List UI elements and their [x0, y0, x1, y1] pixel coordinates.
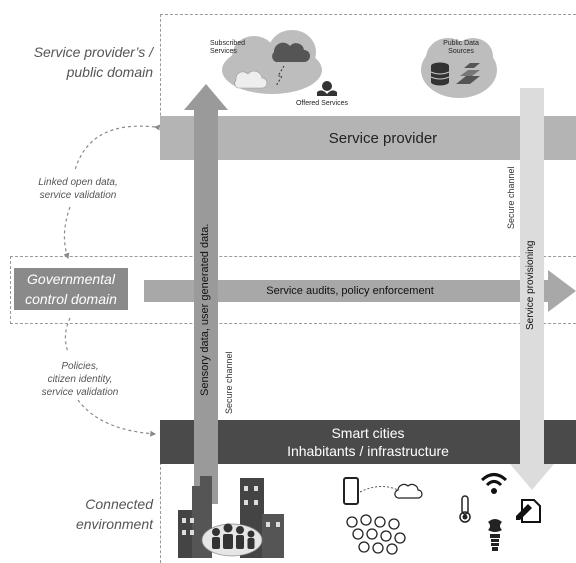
- document-edit-icon: [516, 499, 541, 523]
- subscribed-services-label: Subscribed Services: [210, 40, 246, 55]
- thermometer-icon: [459, 495, 471, 523]
- offered-services-label: Offered Services: [295, 100, 348, 107]
- provider-domain-label: Service provider’s / public domain: [33, 44, 153, 80]
- dark-cloud-icon: [272, 42, 310, 62]
- service-audit-label: Service audits, policy enforcement: [266, 285, 434, 297]
- connector-gov-to-policies: [64, 317, 71, 353]
- governmental-control-box: Governmental control domain: [14, 268, 128, 310]
- provider-domain-outline: [160, 14, 576, 160]
- phone-cloud-icon: [343, 477, 423, 505]
- secure-channel-left-label: Secure channel: [224, 351, 234, 414]
- servers-icon: [456, 63, 480, 84]
- smart-cities-title: Smart cities: [331, 425, 405, 441]
- service-provisioning-label: Service provisioning: [525, 240, 536, 330]
- connected-domain-outline: [160, 462, 162, 563]
- city-buildings-icon: [178, 476, 284, 558]
- connector-policies-to-smart: [77, 399, 157, 437]
- service-provisioning-down-arrow: [510, 88, 554, 490]
- service-audit-arrow: [144, 270, 576, 312]
- connected-environment-label: Connected environment: [75, 496, 153, 532]
- service-provider-label: Service provider: [328, 129, 438, 147]
- light-cloud-icon: [234, 70, 268, 89]
- connector-provider-to-linked: [74, 124, 161, 171]
- governmental-domain-outline: [10, 256, 576, 324]
- public-data-label: Public Data Sources: [443, 40, 479, 55]
- offered-services-icon: [317, 81, 337, 96]
- connector-linked-to-gov: [63, 206, 71, 260]
- wifi-icon: [480, 473, 508, 494]
- sensory-data-label: Sensory data, user generated data.: [199, 223, 211, 397]
- subscribed-services-cloud: [222, 30, 322, 94]
- smart-cities-band: Smart cities Inhabitants / infrastructur…: [160, 420, 576, 464]
- lightbulb-icon: [488, 519, 502, 551]
- policies-label: Policies, citizen identity, service vali…: [41, 361, 119, 398]
- network-mesh-icon: [346, 514, 406, 555]
- service-provider-band: Service provider: [160, 116, 576, 160]
- sensory-data-up-arrow: [184, 84, 228, 504]
- database-icon: [430, 62, 450, 86]
- linked-data-label: Linked open data, service validation: [38, 177, 118, 201]
- people-icon: [212, 523, 255, 549]
- public-data-cloud: [421, 38, 497, 98]
- smart-cities-subtitle: Inhabitants / infrastructure: [287, 443, 449, 459]
- secure-channel-right-label: Secure channel: [506, 166, 516, 229]
